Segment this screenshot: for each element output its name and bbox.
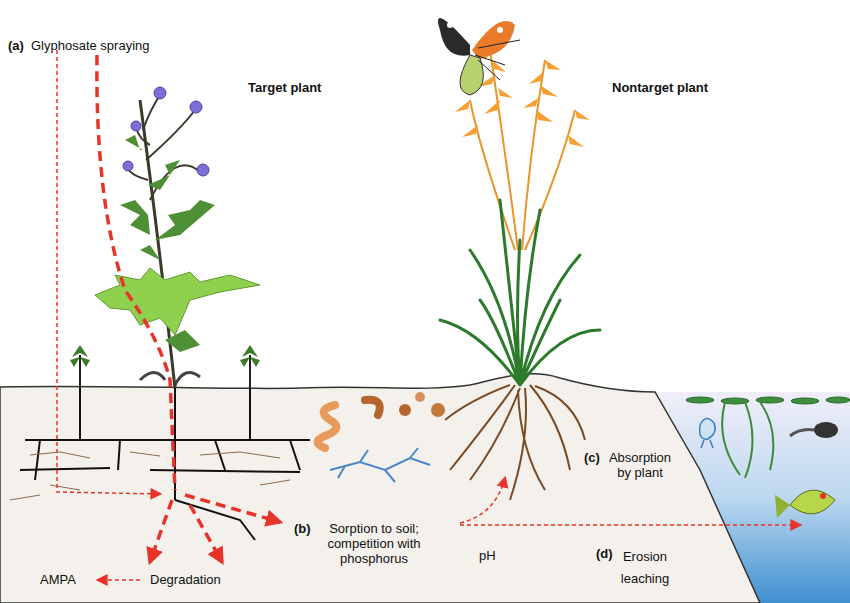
seedling-stem <box>249 355 251 388</box>
process-label: Glyphosate spraying <box>31 38 191 53</box>
seedling-leaf <box>70 345 90 367</box>
spray-path-thin <box>57 50 160 494</box>
butterfly-wing <box>472 21 515 58</box>
earthworm <box>318 405 337 448</box>
root-line <box>20 468 300 540</box>
flower <box>154 87 166 99</box>
soil-particle <box>415 392 425 402</box>
stalk <box>470 50 575 250</box>
flower-stalks <box>470 50 575 250</box>
wing-spot <box>447 22 453 28</box>
plant-leaf <box>120 200 150 235</box>
flower-heads <box>123 87 209 176</box>
plant-leaf <box>140 245 200 352</box>
flower <box>123 161 133 171</box>
degradation-arrow <box>190 505 222 562</box>
root-line <box>35 388 300 500</box>
leaching-arrow <box>460 524 800 526</box>
butterfly-wing <box>438 18 470 56</box>
plant-leaf <box>125 135 180 190</box>
lily-pads <box>686 397 850 404</box>
plant-title: Target plant <box>248 80 368 95</box>
flower <box>190 101 202 113</box>
fungal-hyphae <box>330 448 430 482</box>
callout-letter: (d) <box>596 546 626 561</box>
fish <box>790 490 835 514</box>
process-label: Absorption by plant <box>607 450 673 480</box>
seedling-stem <box>79 355 81 388</box>
lily-pad <box>686 397 714 403</box>
factor-label: pH <box>479 548 519 563</box>
water-plant <box>722 402 773 478</box>
nontarget-plant <box>440 50 600 385</box>
blade <box>440 200 600 385</box>
panicle <box>523 60 561 122</box>
earthworm <box>365 400 380 415</box>
soil-ground <box>0 374 760 603</box>
target-plant <box>95 87 260 388</box>
aquatic-life <box>686 397 850 518</box>
process-label: Degradation <box>150 572 260 587</box>
butterfly <box>438 18 520 95</box>
root-line <box>10 452 290 500</box>
flower-panicles <box>455 50 590 147</box>
grass-blades <box>440 200 600 385</box>
fish-tail <box>775 495 790 518</box>
absorption-arrow <box>460 478 505 523</box>
lily-pad <box>826 397 850 403</box>
root-line <box>25 439 310 441</box>
soil-particle <box>399 404 411 416</box>
tadpole-tail <box>790 430 814 436</box>
flower <box>131 121 141 131</box>
tadpole <box>814 422 838 438</box>
plant-leaf <box>155 200 215 240</box>
fine-roots <box>10 452 290 500</box>
process-label: Erosion leaching <box>616 546 674 590</box>
plant-title: Nontarget plant <box>612 80 752 95</box>
water-flea <box>700 418 715 448</box>
wing-spot <box>497 27 503 33</box>
callout-letter: (b) <box>294 521 324 536</box>
spray-path-thick <box>97 55 175 490</box>
fish-eye <box>820 493 826 499</box>
soil-particle <box>431 403 445 417</box>
ampa-arrow <box>98 579 140 581</box>
sorption-arrow <box>185 495 280 522</box>
degradation-arrow <box>150 500 172 562</box>
soil-organisms <box>318 392 446 482</box>
pathway-arrows <box>57 50 800 580</box>
seedling-leaf <box>240 345 260 367</box>
lily-pad <box>791 398 819 404</box>
flower <box>197 164 209 176</box>
root-line <box>445 385 585 500</box>
nontarget-roots <box>445 385 585 500</box>
panicle <box>455 100 590 147</box>
butterfly-legs <box>475 40 520 80</box>
product-label: AMPA <box>40 572 100 587</box>
process-label: Sorption to soil; competition with phosp… <box>318 521 430 566</box>
